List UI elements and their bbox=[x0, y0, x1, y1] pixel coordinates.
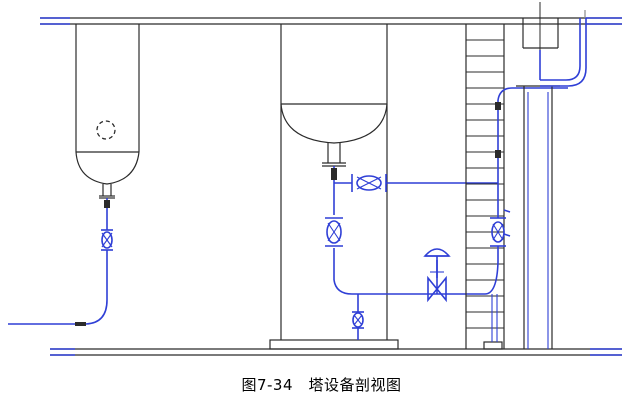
tower-equipment-section-drawing bbox=[8, 2, 622, 356]
control-valve bbox=[423, 248, 451, 303]
left-vessel bbox=[75, 24, 140, 199]
left-outlet-pipe bbox=[8, 198, 110, 326]
manhole-dashed-circle bbox=[96, 120, 116, 140]
riser-piping bbox=[484, 87, 568, 342]
lower-floor-slab bbox=[50, 348, 622, 356]
right-column bbox=[516, 85, 560, 349]
riser-valve bbox=[490, 217, 506, 247]
tower-horizontal-valve bbox=[351, 174, 387, 192]
top-right-piping bbox=[522, 2, 587, 87]
ladder bbox=[465, 24, 505, 350]
drain-valve bbox=[352, 311, 364, 329]
upper-floor-slab bbox=[40, 17, 622, 25]
tower-vertical-valve bbox=[325, 217, 343, 247]
left-valve bbox=[101, 229, 113, 251]
main-tower bbox=[269, 24, 399, 350]
figure-caption: 图7-34 塔设备剖视图 bbox=[241, 376, 402, 394]
